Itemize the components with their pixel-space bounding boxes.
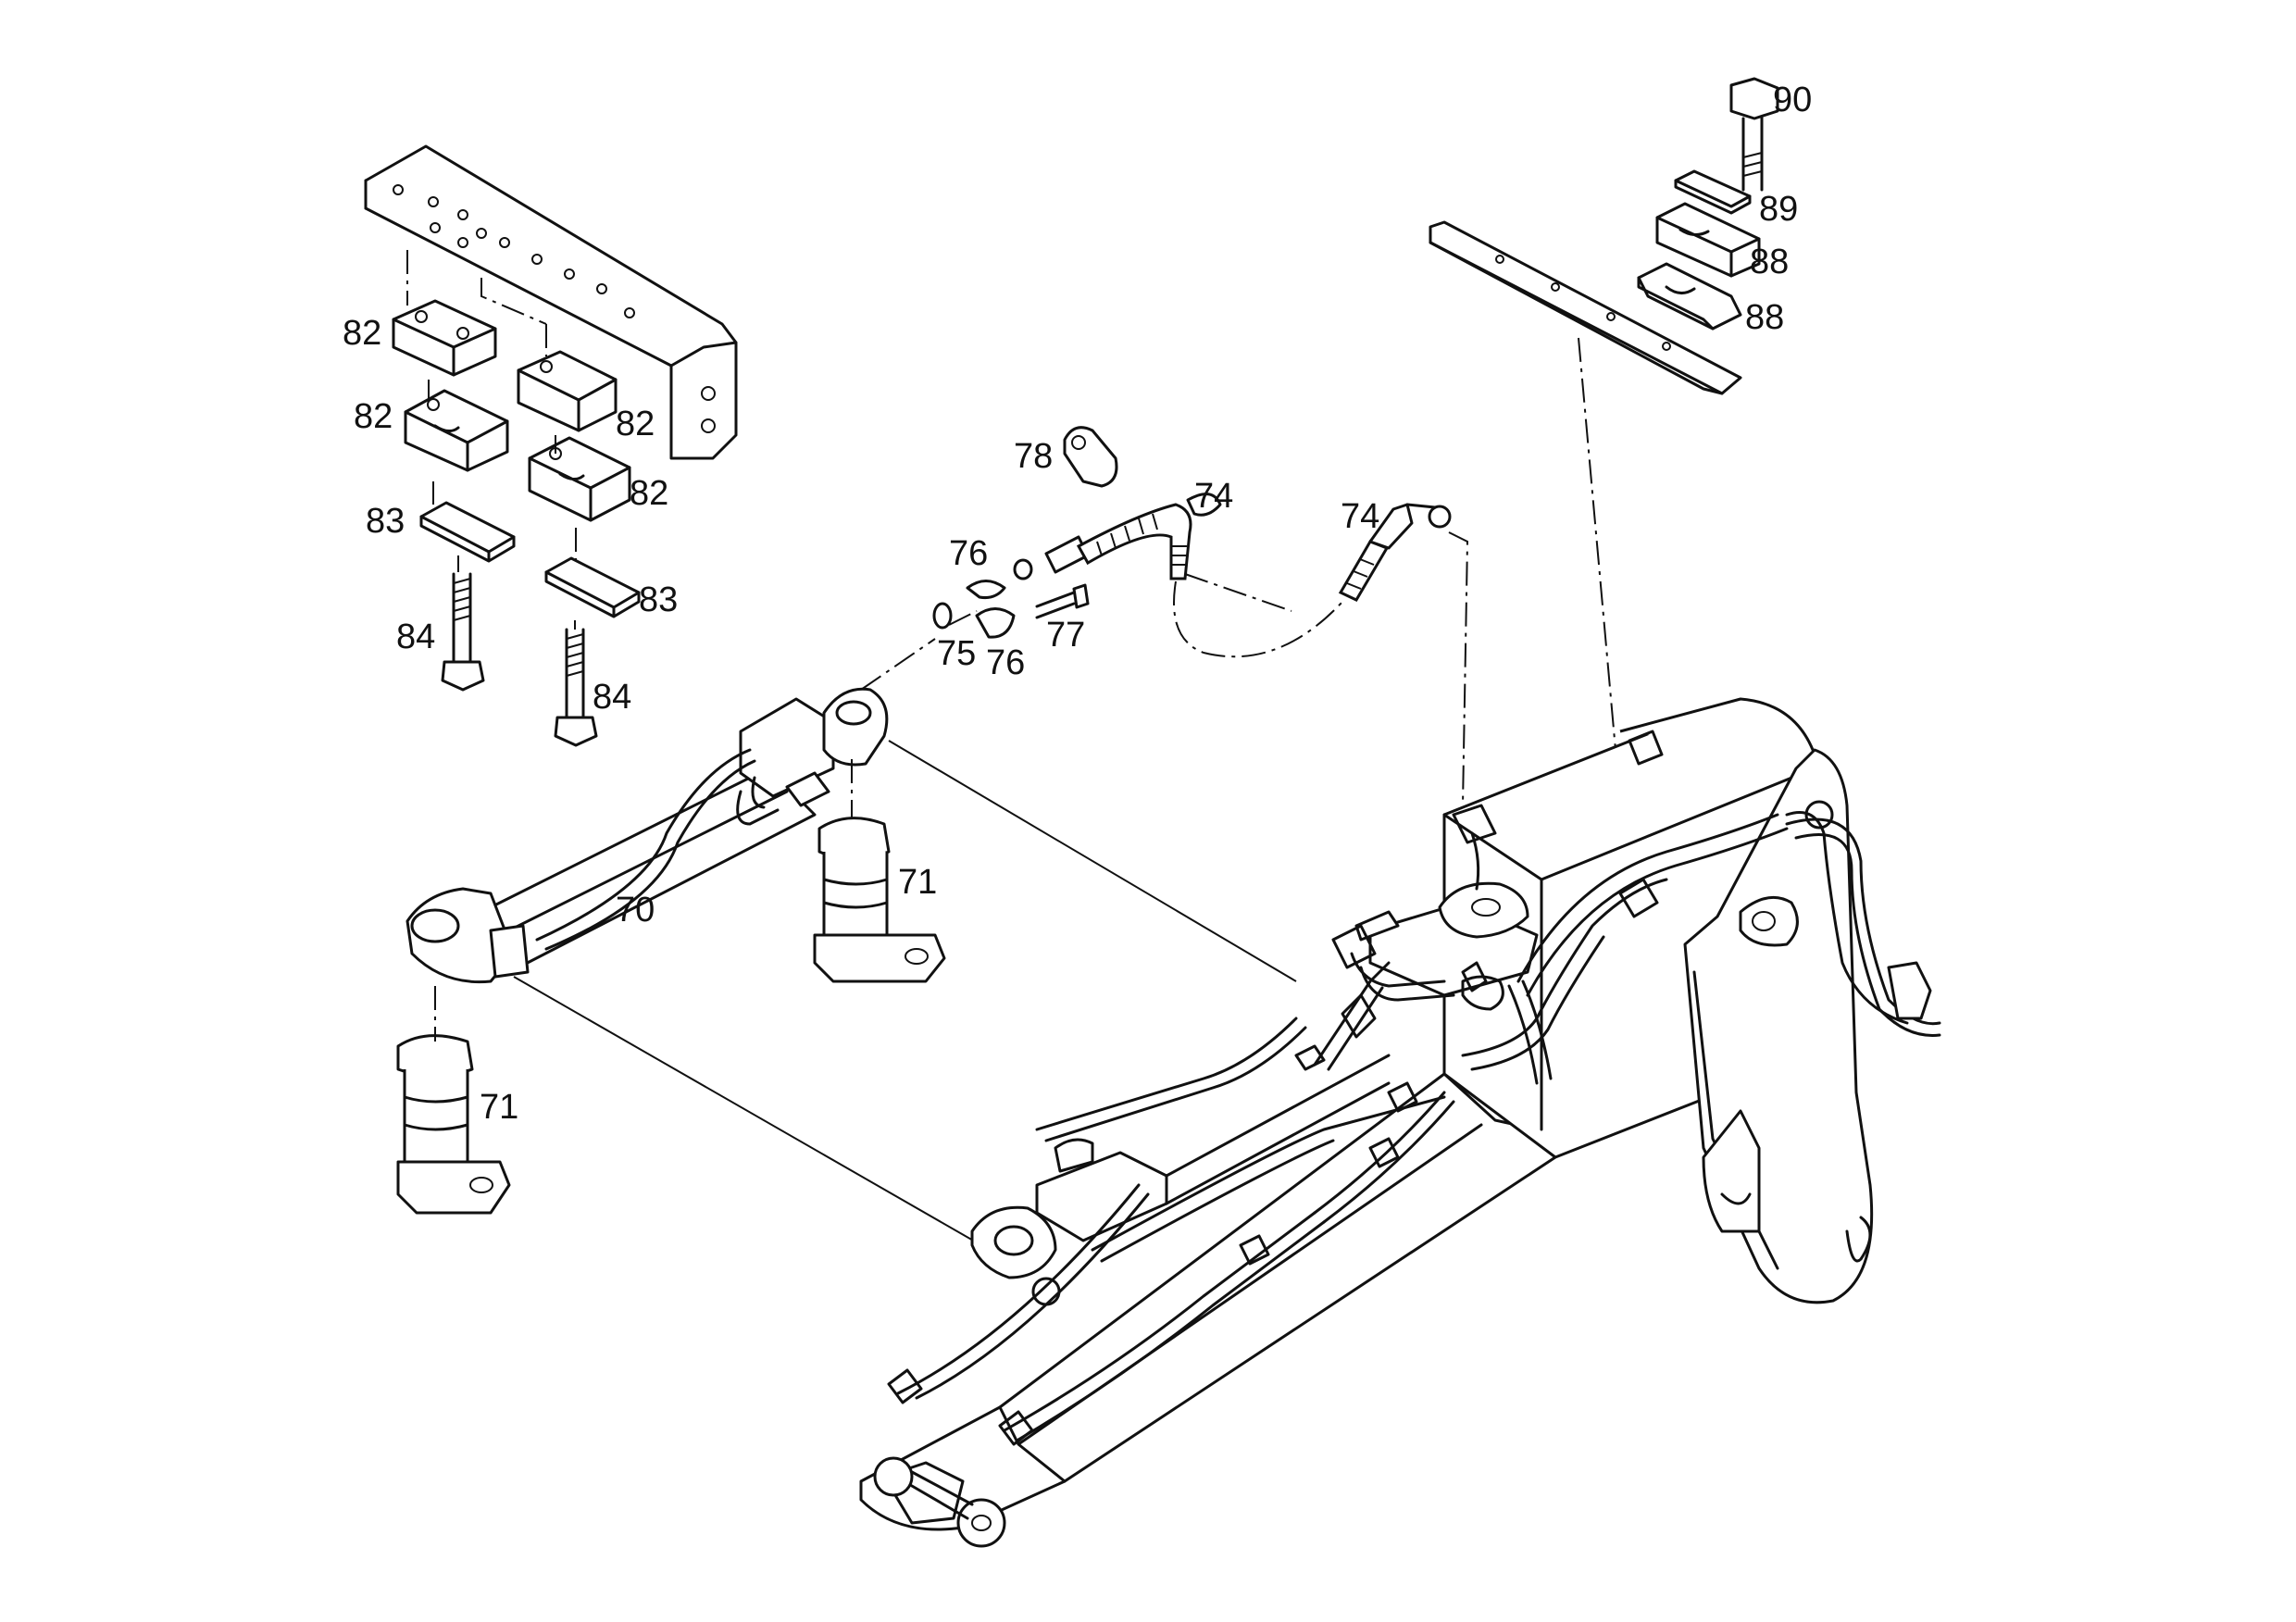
- callout-82-c: 82: [616, 405, 655, 443]
- hose-to-cylinder-centerline: [1184, 573, 1292, 612]
- hose-74-left: [1044, 493, 1222, 580]
- callout-83-left: 83: [366, 502, 405, 541]
- clamp-block-88-lower: [1637, 262, 1742, 331]
- callout-83-right: 83: [639, 580, 678, 619]
- clamp-block-88-upper: [1655, 202, 1761, 278]
- clamp-block-82-upper-left: [392, 299, 497, 377]
- cylinder-to-arm-leader-upper: [888, 740, 1297, 982]
- callout-71-upper: 71: [898, 863, 937, 902]
- clamp-block-82-lower-left: [404, 389, 509, 472]
- callout-76-upper: 76: [949, 534, 988, 573]
- hydraulic-cylinder-70: [406, 687, 889, 984]
- bolt-84-right: [554, 628, 598, 747]
- fittings-centerline: [860, 610, 978, 691]
- cylinder-to-arm-leader-lower: [513, 976, 982, 1246]
- fittings-75-76-77: [932, 558, 1090, 639]
- hose-74-right: [1338, 503, 1452, 602]
- callout-70: 70: [616, 891, 655, 930]
- pivot-pin-71-upper: [813, 817, 946, 983]
- callout-74-left: 74: [1194, 477, 1233, 516]
- mounting-plate: [364, 144, 738, 460]
- callout-84-right: 84: [593, 678, 631, 717]
- hose-74-to-arm-centerline: [1448, 531, 1469, 806]
- callout-90: 90: [1773, 81, 1812, 119]
- callout-88-upper: 88: [1750, 243, 1789, 281]
- callout-84-left: 84: [396, 618, 435, 656]
- callout-88-lower: 88: [1745, 298, 1784, 337]
- washer-89: [1674, 169, 1752, 215]
- clamp-block-82-lower-right: [528, 436, 631, 522]
- plate-83-left: [419, 501, 516, 563]
- bolt-84-left: [441, 572, 485, 692]
- clamp-block-82-upper-right: [517, 350, 618, 432]
- callout-82-a: 82: [343, 314, 381, 353]
- boom-arm-assembly: [859, 697, 1941, 1548]
- hose-route-centerline: [1173, 580, 1343, 658]
- clip-78: [1063, 426, 1118, 488]
- callout-78: 78: [1014, 437, 1053, 476]
- callout-77: 77: [1046, 616, 1085, 655]
- callout-76-lower: 76: [986, 643, 1025, 682]
- callout-74-right: 74: [1341, 497, 1379, 536]
- mounting-strip: [1429, 220, 1742, 395]
- callout-71-lower: 71: [480, 1088, 518, 1127]
- callout-82-b: 82: [354, 397, 393, 436]
- callout-labels: 70 71 71 74 74 75 76 76 77 78 82 82 82 8…: [343, 81, 1812, 1127]
- callout-75: 75: [937, 634, 976, 673]
- bolt-90: [1729, 77, 1779, 192]
- pivot-pin-71-lower: [396, 1034, 511, 1215]
- callout-89: 89: [1759, 190, 1798, 229]
- strip-to-arm-centerline: [1578, 337, 1616, 751]
- plate-83-right: [544, 556, 641, 618]
- callout-82-d: 82: [630, 474, 668, 513]
- assembly-centerlines-left: [406, 250, 577, 630]
